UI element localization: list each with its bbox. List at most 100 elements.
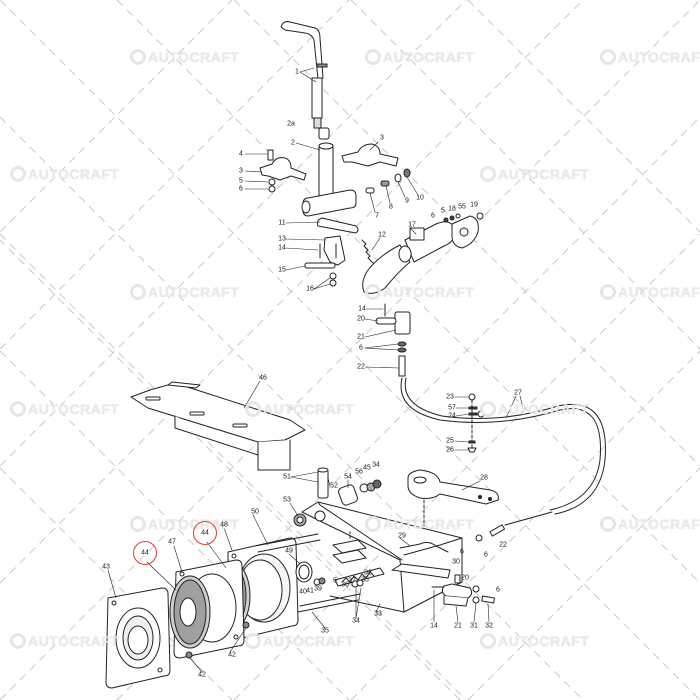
part-callout-22[interactable]: 22 — [357, 363, 365, 371]
part-callout-35[interactable]: 35 — [361, 576, 369, 584]
part-callout-2[interactable]: 2 — [291, 139, 295, 147]
part-callout-21[interactable]: 21 — [454, 622, 462, 630]
part-callout-38[interactable]: 38 — [364, 569, 372, 577]
spring — [361, 239, 379, 268]
part-callout-54[interactable]: 54 — [344, 473, 352, 481]
part-callout-52[interactable]: 52 — [330, 482, 338, 490]
watermark-text: AUTOCRAFT — [28, 633, 120, 649]
watermark-text: AUTOCRAFT — [618, 49, 700, 65]
part-callout-20[interactable]: 20 — [461, 574, 469, 582]
watermark-logo-icon — [130, 516, 146, 532]
part-callout-45[interactable]: 45 — [363, 464, 371, 472]
part-callout-31[interactable]: 31 — [470, 622, 478, 630]
part-callout-32[interactable]: 32 — [485, 622, 493, 630]
part-callout-6[interactable]: 6 — [460, 548, 464, 556]
part-callout-53[interactable]: 53 — [283, 496, 291, 504]
part-callout-10[interactable]: 10 — [416, 194, 424, 202]
part-callout-3[interactable]: 3 — [380, 134, 384, 142]
part-callout-34[interactable]: 34 — [352, 617, 360, 625]
part-callout-13[interactable]: 13 — [278, 235, 286, 243]
part-callout-23[interactable]: 23 — [446, 393, 454, 401]
part-callout-3[interactable]: 3 — [239, 167, 243, 175]
part-callout-6[interactable]: 6 — [484, 551, 488, 559]
part-callout-6[interactable]: 6 — [239, 185, 243, 193]
part-callout-15[interactable]: 15 — [278, 266, 286, 274]
bearing-49 — [295, 561, 313, 583]
part-callout-6[interactable]: 6 — [496, 586, 500, 594]
autocraft-watermark: AUTOCRAFT — [600, 516, 700, 532]
watermark-logo-icon — [480, 401, 496, 417]
watermark-logo-icon — [600, 284, 616, 300]
part-callout-51[interactable]: 51 — [283, 473, 291, 481]
part-callout-27[interactable]: 27 — [514, 389, 522, 397]
part-callout-8[interactable]: 8 — [389, 203, 393, 211]
detent-parts — [365, 168, 411, 194]
part-callout-50[interactable]: 50 — [251, 508, 259, 516]
leader-lines — [107, 67, 525, 673]
part-callout-56[interactable]: 56 — [355, 468, 363, 476]
highlighted-part-callout-44[interactable]: 44 — [201, 529, 209, 537]
part-callout-7[interactable]: 7 — [375, 212, 379, 220]
part-callout-14[interactable]: 14 — [358, 305, 366, 313]
watermark-logo-icon — [365, 516, 381, 532]
part-callout-47[interactable]: 47 — [168, 538, 176, 546]
watermark-text: AUTOCRAFT — [383, 516, 475, 532]
highlight-circle-icon — [133, 541, 157, 565]
part-callout-14[interactable]: 14 — [278, 244, 286, 252]
bush-stack — [338, 479, 382, 506]
part-callout-29[interactable]: 29 — [398, 532, 406, 540]
part-callout-24[interactable]: 24 — [448, 412, 456, 420]
part-callout-18[interactable]: 18 — [448, 205, 456, 213]
part-callout-42[interactable]: 42 — [198, 671, 206, 679]
autocraft-watermark: AUTOCRAFT — [480, 166, 589, 182]
part-callout-30[interactable]: 30 — [452, 558, 460, 566]
shift-rod — [334, 563, 451, 587]
part-callout-2a[interactable]: 2a — [287, 120, 295, 128]
gear-lever — [280, 21, 328, 129]
part-callout-14[interactable]: 14 — [430, 622, 438, 630]
highlighted-part-callout-44[interactable]: 44 — [141, 549, 149, 557]
end-plate-43 — [105, 587, 171, 689]
part-callout-22[interactable]: 22 — [499, 541, 507, 549]
part-callout-6[interactable]: 6 — [431, 212, 435, 220]
part-callout-5[interactable]: 5 — [333, 577, 337, 585]
part-callout-37[interactable]: 37 — [348, 577, 356, 585]
watermark-logo-icon — [480, 633, 496, 649]
part-callout-5[interactable]: 5 — [441, 207, 445, 215]
part-callout-20[interactable]: 20 — [357, 315, 365, 323]
part-callout-6[interactable]: 6 — [359, 344, 363, 352]
part-callout-36[interactable]: 36 — [341, 581, 349, 589]
part-callout-55[interactable]: 55 — [458, 203, 466, 211]
part-callout-26[interactable]: 26 — [446, 446, 454, 454]
part-callout-25[interactable]: 25 — [446, 437, 454, 445]
pivot-pin — [317, 467, 329, 499]
part-callout-57[interactable]: 57 — [448, 404, 456, 412]
part-callout-12[interactable]: 12 — [378, 231, 386, 239]
autocraft-watermark: AUTOCRAFT — [365, 49, 474, 65]
part-callout-33[interactable]: 33 — [374, 610, 382, 618]
part-callout-17[interactable]: 17 — [408, 221, 416, 229]
part-callout-19[interactable]: 19 — [470, 201, 478, 209]
part-callout-49[interactable]: 49 — [285, 547, 293, 555]
part-callout-28[interactable]: 28 — [480, 474, 488, 482]
part-callout-41[interactable]: 41 — [306, 587, 314, 595]
part-callout-43[interactable]: 43 — [102, 563, 110, 571]
part-callout-1[interactable]: 1 — [295, 68, 299, 76]
part-callout-21[interactable]: 21 — [357, 333, 365, 341]
part-callout-9[interactable]: 9 — [405, 197, 409, 205]
part-callout-42[interactable]: 42 — [228, 651, 236, 659]
part-callout-16[interactable]: 16 — [306, 285, 314, 293]
selector-arm — [362, 221, 456, 294]
part-callout-46[interactable]: 46 — [259, 374, 267, 382]
part-callout-40[interactable]: 40 — [299, 588, 307, 596]
lever-housing — [301, 142, 357, 217]
part-callout-4[interactable]: 4 — [239, 150, 243, 158]
part-callout-39[interactable]: 39 — [314, 585, 322, 593]
watermark-logo-icon — [130, 49, 146, 65]
part-callout-48[interactable]: 48 — [220, 521, 228, 529]
part-callout-35[interactable]: 35 — [321, 627, 329, 635]
part-callout-5[interactable]: 5 — [239, 177, 243, 185]
part-callout-11[interactable]: 11 — [278, 219, 286, 227]
part-callout-34[interactable]: 34 — [372, 461, 380, 469]
